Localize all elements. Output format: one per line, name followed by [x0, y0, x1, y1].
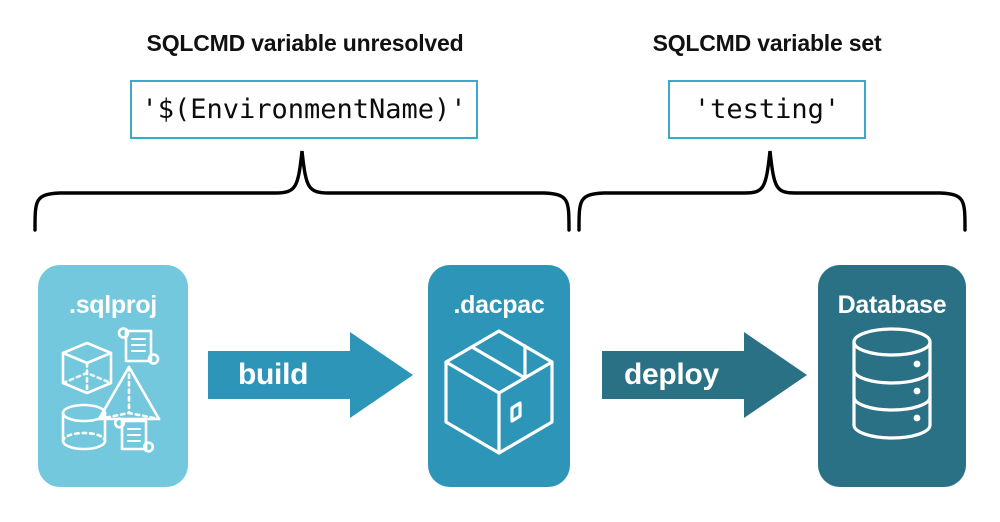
code-value-box-set: 'testing': [668, 80, 866, 139]
flow-node-sqlproj-art: [38, 325, 188, 455]
arrow-deploy-shape: [602, 332, 807, 418]
flow-node-database[interactable]: Database: [818, 265, 966, 487]
code-value-box-unresolved: '$(EnvironmentName)': [130, 80, 478, 139]
flow-node-dacpac[interactable]: .dacpac: [428, 265, 570, 487]
arrow-deploy[interactable]: deploy: [602, 332, 807, 418]
arrow-build[interactable]: build: [208, 332, 413, 418]
flow-node-database-label: Database: [837, 291, 947, 319]
flow-node-sqlproj-label: .sqlproj: [69, 291, 157, 319]
package-box-icon: [444, 329, 554, 455]
code-value-text-set: 'testing': [693, 94, 841, 125]
brace-unresolved: [33, 150, 571, 232]
section-title-unresolved: SQLCMD variable unresolved: [146, 30, 464, 56]
scroll-icon: [117, 327, 160, 365]
flow-node-dacpac-label: .dacpac: [453, 291, 545, 319]
brace-set: [577, 150, 967, 232]
flow-node-sqlproj[interactable]: .sqlproj: [38, 265, 188, 487]
code-value-text-unresolved: '$(EnvironmentName)': [141, 94, 467, 125]
flow-node-dacpac-art: [428, 325, 570, 457]
scroll-icon: [113, 417, 155, 453]
flow-node-database-art: [818, 325, 966, 445]
database-cylinder-icon: [852, 327, 932, 440]
pyramid-icon: [97, 365, 161, 421]
cylinder-icon: [61, 403, 107, 451]
arrow-build-shape: [208, 332, 413, 418]
cube-icon: [61, 341, 113, 395]
section-title-set: SQLCMD variable set: [652, 30, 882, 56]
